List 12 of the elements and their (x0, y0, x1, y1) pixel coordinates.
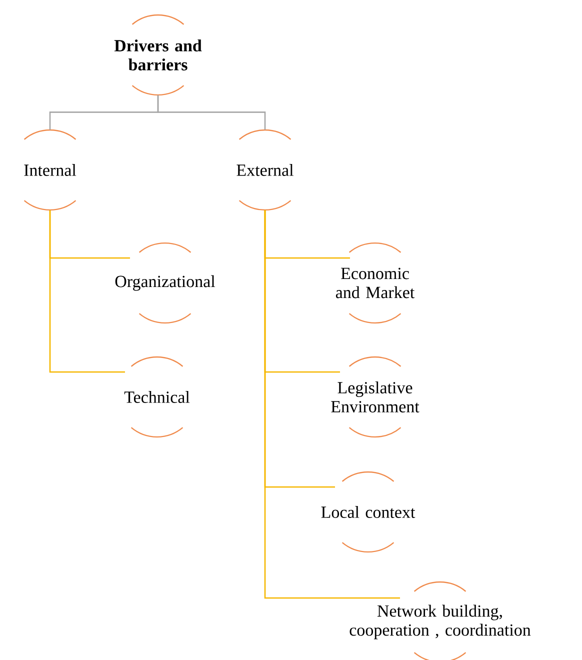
node-label: Network building, cooperation , coordination (350, 581, 531, 660)
node-label: Local context (321, 471, 416, 553)
node-label: Technical (124, 356, 190, 438)
node-label: Legislative Environment (331, 356, 420, 438)
connector-line (264, 210, 400, 599)
node-label: Economic and Market (336, 242, 415, 324)
node-label: Drivers and barriers (114, 14, 202, 96)
node-label: Organizational (115, 242, 216, 324)
connector-line (49, 210, 125, 373)
node-label: External (236, 129, 294, 211)
node-label: Internal (24, 129, 76, 211)
connector-line (157, 95, 266, 130)
